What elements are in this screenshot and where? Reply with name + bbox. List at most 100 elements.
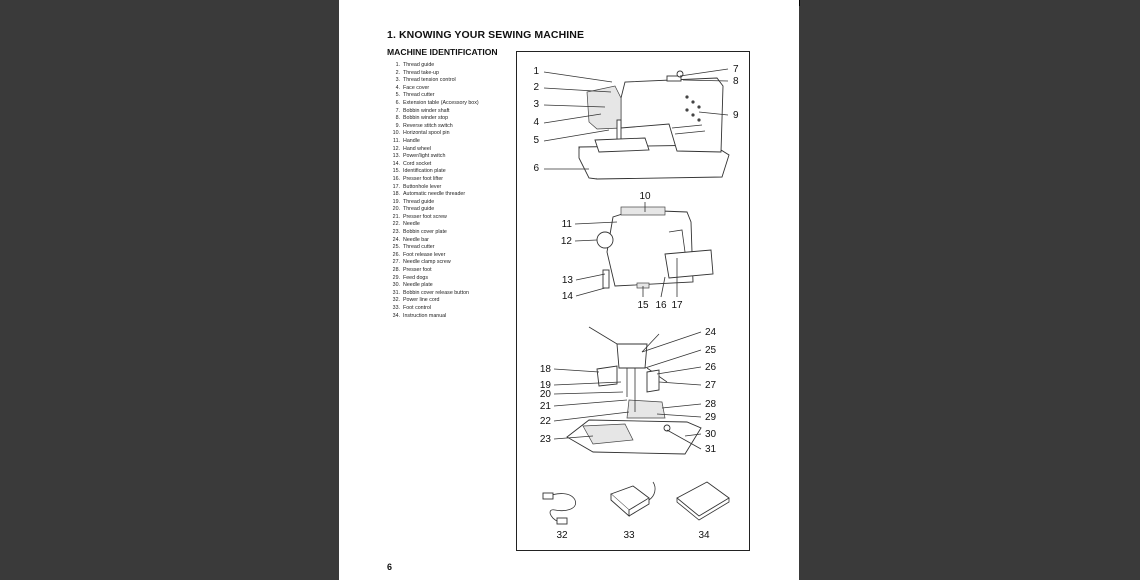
callout-leader-line: [641, 331, 702, 353]
part-number: 29.: [392, 274, 400, 281]
part-number: 27.: [392, 259, 400, 266]
part-name: Buttonhole lever: [403, 183, 442, 190]
parts-list-item: 2.Thread take-up: [387, 70, 479, 78]
power-cord-illustration: [542, 492, 577, 525]
part-name: Thread cutter: [403, 244, 435, 251]
part-name: Needle bar: [403, 236, 429, 243]
part-name: Needle plate: [403, 282, 433, 289]
part-number: 22.: [392, 221, 400, 228]
parts-list-item: 22.Needle: [387, 221, 479, 229]
part-name: Bobbin cover release button: [403, 289, 469, 296]
callout-leader-line: [543, 113, 602, 124]
callout-label: 11: [562, 219, 573, 230]
part-number: 10.: [392, 130, 400, 137]
callout-leader-line: [553, 368, 600, 373]
parts-list-item: 7.Bobbin winder shaft: [387, 108, 479, 116]
callout-label: 26: [705, 362, 717, 373]
part-number: 19.: [392, 198, 400, 205]
callout-label: 18: [540, 364, 552, 375]
callout-leader-line: [553, 391, 624, 395]
callout-leader-line: [679, 68, 729, 77]
part-number: 26.: [392, 251, 400, 258]
part-number: 34.: [392, 312, 400, 319]
part-number: 28.: [392, 267, 400, 274]
part-name: Presser foot lifter: [403, 175, 444, 182]
callout-leader-line: [543, 104, 606, 108]
callout-label: 30: [705, 429, 717, 440]
callout-label: 20: [540, 389, 552, 400]
callout-leader-line: [574, 239, 598, 242]
part-number: 8.: [395, 115, 400, 122]
parts-list-item: 30.Needle plate: [387, 282, 479, 290]
part-number: 5.: [395, 92, 400, 99]
parts-list-item: 27.Needle clamp screw: [387, 259, 479, 267]
callout-label: 15: [637, 300, 649, 311]
page-number: 6: [387, 562, 393, 572]
part-number: 23.: [392, 229, 400, 236]
callout-label: 29: [705, 412, 717, 423]
callout-label: 32: [556, 530, 568, 541]
callout-label: 17: [671, 300, 683, 311]
parts-list-item: 25.Thread cutter: [387, 244, 479, 252]
parts-list-item: 14.Cord socket: [387, 161, 479, 169]
part-number: 12.: [392, 145, 400, 152]
part-number: 16.: [392, 175, 400, 182]
parts-list-item: 13.Power/light switch: [387, 153, 479, 161]
part-name: Thread guide: [403, 62, 435, 68]
callout-label: 24: [705, 327, 717, 338]
parts-list-item: 34.Instruction manual: [387, 313, 479, 321]
part-name: Hand wheel: [403, 145, 431, 152]
callout-label: 22: [540, 416, 552, 427]
callout-label: 12: [561, 236, 573, 247]
parts-list-item: 24.Needle bar: [387, 237, 479, 245]
callout-leader-line: [543, 129, 610, 142]
part-name: Bobbin winder stop: [403, 115, 449, 122]
callout-label: 1: [533, 66, 539, 77]
callout-label: 25: [705, 345, 717, 356]
page-title: 1. KNOWING YOUR SEWING MACHINE: [387, 29, 585, 41]
callout-label: 10: [639, 191, 651, 202]
callout-label: 7: [733, 64, 739, 75]
part-number: 17.: [392, 183, 400, 190]
parts-list-item: 21.Presser foot screw: [387, 214, 479, 222]
part-name: Feed dogs: [403, 274, 429, 281]
part-number: 33.: [392, 305, 400, 311]
callout-label: 8: [733, 76, 739, 87]
part-name: Needle clamp screw: [403, 259, 451, 266]
parts-list-item: 33.Foot control: [387, 305, 479, 313]
callout-label: 33: [623, 530, 635, 541]
parts-list-item: 4.Face cover: [387, 85, 479, 93]
parts-list-item: 3.Thread tension control: [387, 77, 479, 85]
callout-leader-line: [575, 287, 606, 297]
callout-label: 16: [655, 300, 667, 311]
machine-front-view-illustration: [578, 70, 730, 180]
callout-label: 9: [733, 110, 739, 121]
part-number: 31.: [392, 289, 400, 296]
parts-list-item: 12.Hand wheel: [387, 146, 479, 154]
needle-area-illustration: [566, 326, 702, 455]
part-name: Face cover: [403, 84, 430, 91]
part-name: Thread tension control: [403, 77, 456, 84]
callout-leader-line: [543, 87, 612, 93]
callout-leader-line: [553, 411, 630, 422]
part-number: 14.: [392, 160, 400, 167]
part-number: 13.: [392, 153, 400, 160]
parts-list-item: 19.Thread guide: [387, 199, 479, 207]
parts-list-item: 31.Bobbin cover release button: [387, 290, 479, 298]
part-number: 20.: [392, 206, 400, 213]
callout-leader-line: [553, 381, 622, 386]
part-number: 7.: [395, 107, 400, 114]
callout-label: 19: [540, 380, 552, 391]
callout-leader-line: [553, 399, 628, 407]
callout-leader-line: [543, 71, 613, 83]
parts-list-item: 32.Power line cord: [387, 297, 479, 305]
part-number: 24.: [392, 236, 400, 243]
callout-label: 2: [533, 82, 539, 93]
part-name: Thread cutter: [403, 92, 435, 99]
part-name: Foot release lever: [403, 251, 446, 258]
parts-list-item: 11.Handle: [387, 138, 479, 146]
parts-list-item: 20.Thread guide: [387, 206, 479, 214]
parts-list-item: 17.Buttonhole lever: [387, 184, 479, 192]
